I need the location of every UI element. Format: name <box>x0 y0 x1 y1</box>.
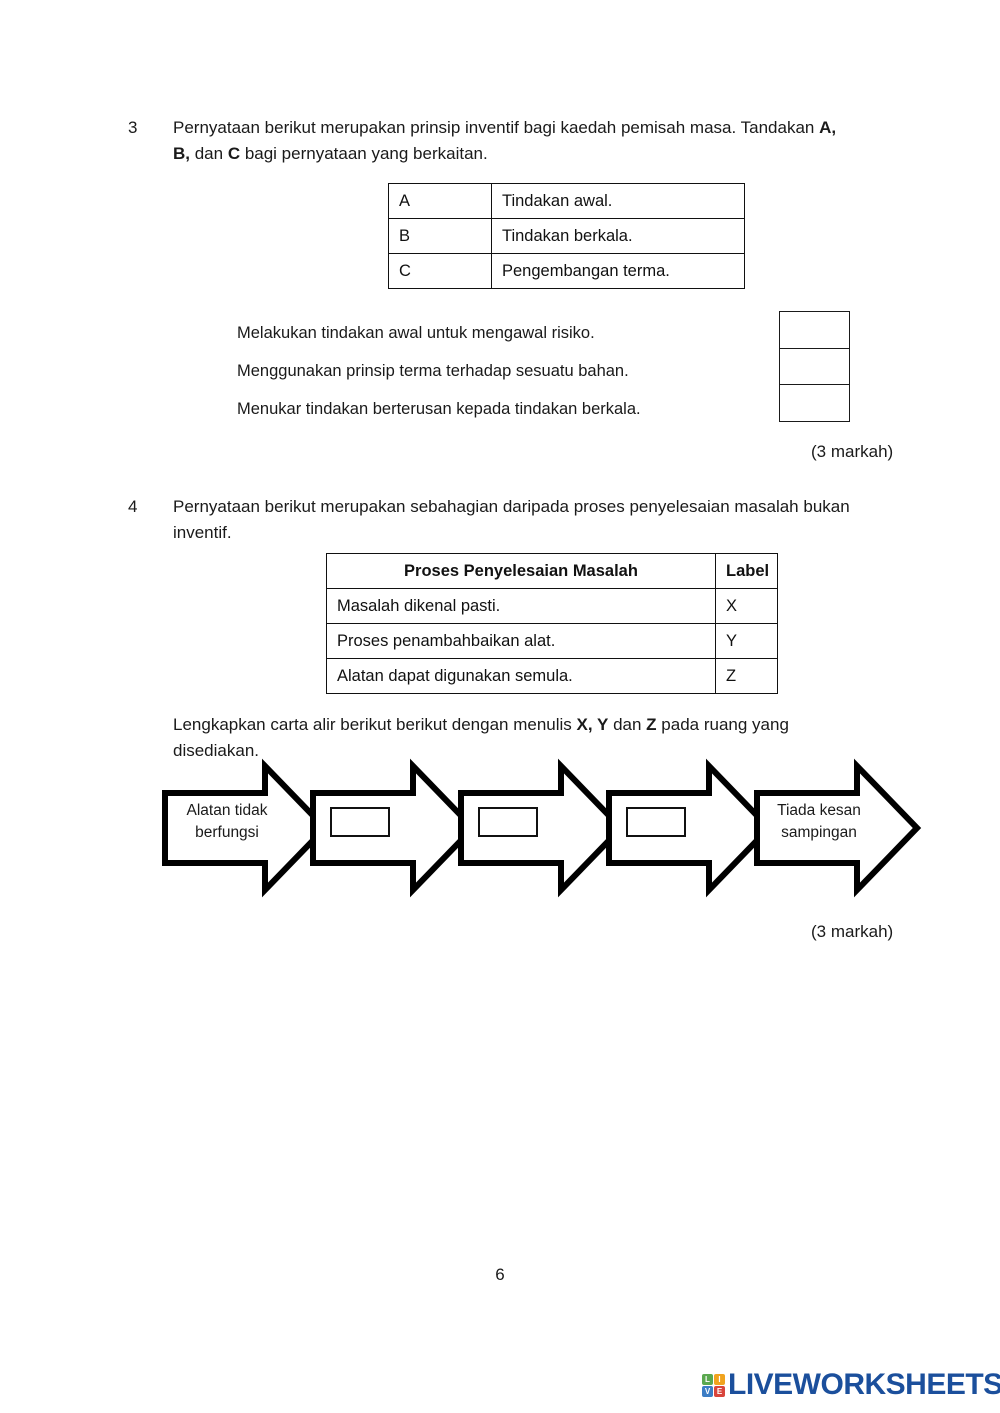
column-header-process: Proses Penyelesaian Masalah <box>326 553 716 589</box>
table-row: C Pengembangan terma. <box>388 253 745 289</box>
question-3-marks: (3 markah) <box>811 442 894 461</box>
flowchart-step-4 <box>604 758 774 898</box>
process-label: Z <box>715 658 778 694</box>
answer-box-1[interactable] <box>779 311 850 349</box>
liveworksheets-logo: L I V E LIVEWORKSHEETS <box>702 1368 1000 1402</box>
table-header-row: Proses Penyelesaian Masalah Label <box>326 553 778 589</box>
flowchart-step-2 <box>308 758 478 898</box>
block-arrow-icon <box>310 758 478 898</box>
answer-box-2[interactable] <box>779 347 850 386</box>
principle-text: Pengembangan terma. <box>491 253 745 289</box>
principle-label: B <box>388 218 492 254</box>
question-3-prompt-bold-c: C <box>227 144 241 163</box>
principle-text: Tindakan berkala. <box>491 218 745 254</box>
question-4-instruction-part2: pada ruang yang disediakan. <box>173 715 789 760</box>
flowchart-answer-box-1[interactable] <box>330 807 390 837</box>
question-3-prompt-part2: bagi pernyataan yang berkaitan. <box>240 144 488 163</box>
process-label: X <box>715 588 778 624</box>
process-text: Proses penambahbaikan alat. <box>326 623 716 659</box>
process-text: Masalah dikenal pasti. <box>326 588 716 624</box>
flowchart-step-1: Alatan tidak berfungsi <box>160 758 330 898</box>
question-3-prompt: Pernyataan berikut merupakan prinsip inv… <box>173 115 918 167</box>
question-3-prompt-mid: dan <box>190 144 228 163</box>
principle-text: Tindakan awal. <box>491 183 745 219</box>
question-4-instruction-mid: dan <box>608 715 647 734</box>
table-row: A Tindakan awal. <box>388 183 745 219</box>
logo-tile-v: V <box>702 1385 713 1397</box>
column-header-label: Label <box>715 553 778 589</box>
question-4-number: 4 <box>128 497 138 516</box>
logo-tile-i: I <box>714 1373 725 1385</box>
flowchart-step-5: Tiada kesan sampingan <box>752 758 922 898</box>
logo-tile-l: L <box>702 1373 713 1385</box>
question-4-instruction-bold-z: Z <box>646 715 657 734</box>
question-3-prompt-bold-a: A, <box>819 118 837 137</box>
process-text: Alatan dapat digunakan semula. <box>326 658 716 694</box>
logo-text: LIVEWORKSHEETS <box>728 1368 1000 1401</box>
block-arrow-icon <box>606 758 774 898</box>
question-3-principles-table: A Tindakan awal. B Tindakan berkala. C P… <box>388 183 745 289</box>
question-3-statement-1: Melakukan tindakan awal untuk mengawal r… <box>237 324 595 342</box>
question-4-instruction-part1: Lengkapkan carta alir berikut berikut de… <box>173 715 577 734</box>
answer-box-3[interactable] <box>779 384 850 423</box>
flowchart-answer-box-2[interactable] <box>478 807 538 837</box>
question-3-prompt-part1: Pernyataan berikut merupakan prinsip inv… <box>173 118 820 137</box>
process-label: Y <box>715 623 778 659</box>
table-row: Masalah dikenal pasti. X <box>326 588 778 624</box>
question-3-prompt-bold-b: B, <box>173 144 190 163</box>
flowchart-answer-box-3[interactable] <box>626 807 686 837</box>
question-3-answer-box-stack <box>779 311 850 423</box>
logo-tiles-icon: L I V E <box>702 1373 725 1397</box>
question-3-number: 3 <box>128 118 138 137</box>
question-3-statement-2: Menggunakan prinsip terma terhadap sesua… <box>237 362 629 380</box>
question-3-statement-3: Menukar tindakan berterusan kepada tinda… <box>237 400 641 418</box>
table-row: B Tindakan berkala. <box>388 218 745 254</box>
flowchart-step-5-label: Tiada kesan sampingan <box>777 802 861 841</box>
block-arrow-icon <box>458 758 626 898</box>
logo-tile-e: E <box>714 1385 725 1397</box>
flowchart-step-3 <box>456 758 626 898</box>
question-4-process-table: Proses Penyelesaian Masalah Label Masala… <box>326 553 778 694</box>
principle-label: C <box>388 253 492 289</box>
question-4-prompt: Pernyataan berikut merupakan sebahagian … <box>173 497 850 542</box>
flowchart-step-1-label: Alatan tidak berfungsi <box>186 802 268 841</box>
question-4-marks: (3 markah) <box>811 922 894 941</box>
block-arrow-icon <box>754 758 922 898</box>
question-4-flowchart: Alatan tidak berfungsi <box>160 758 922 898</box>
question-4-instruction-bold-xy: X, Y <box>576 715 609 734</box>
page-number: 6 <box>495 1265 505 1284</box>
table-row: Alatan dapat digunakan semula. Z <box>326 658 778 694</box>
table-row: Proses penambahbaikan alat. Y <box>326 623 778 659</box>
question-4-instruction: Lengkapkan carta alir berikut berikut de… <box>173 712 863 764</box>
principle-label: A <box>388 183 492 219</box>
block-arrow-icon <box>162 758 330 898</box>
